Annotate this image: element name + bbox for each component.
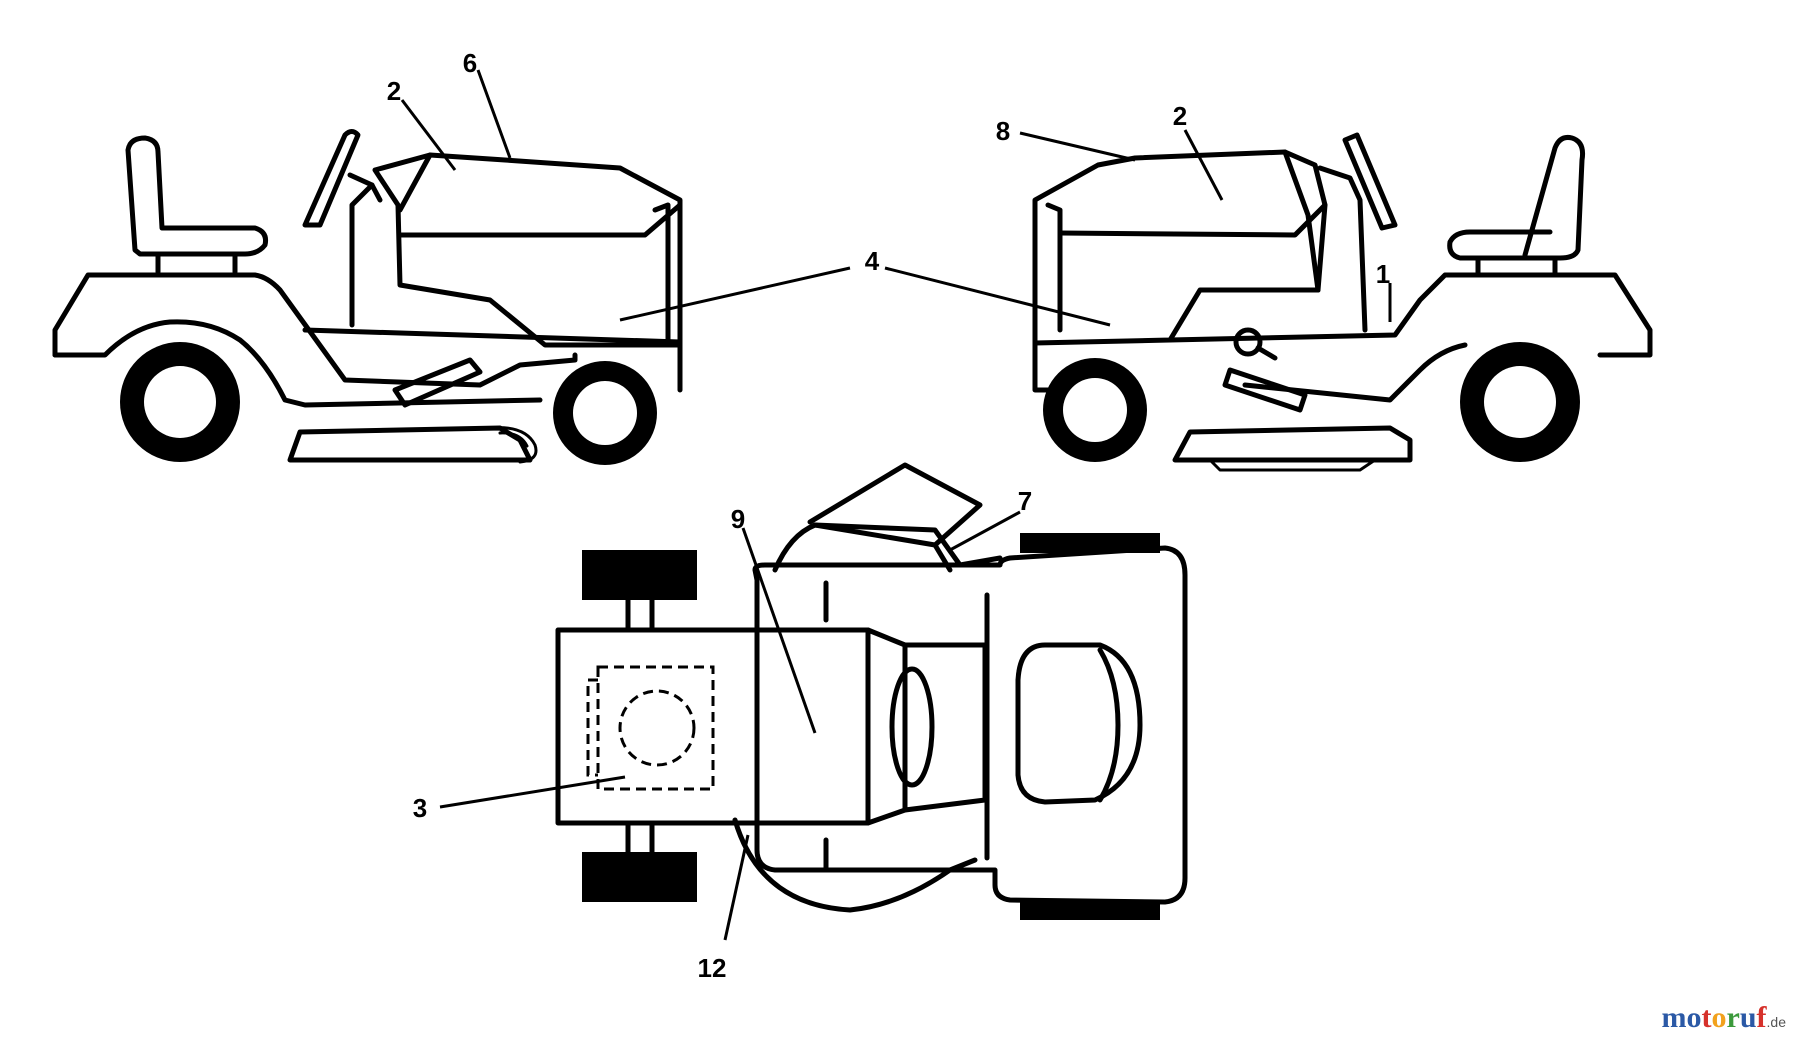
watermark-letter: o: [1711, 1001, 1727, 1034]
hood-top-view: [1015, 642, 1143, 805]
callout-2-right: 2: [1173, 101, 1187, 131]
mower-deck-left: [287, 425, 533, 463]
discharge-chute: [807, 462, 983, 548]
callout-6: 6: [463, 48, 477, 78]
rear-fender-top: [555, 627, 871, 826]
front-wheel-top-upper: [1020, 533, 1160, 553]
leader-6: [476, 69, 512, 159]
watermark-letter: t: [1701, 1001, 1712, 1034]
watermark-letter: m: [1661, 1001, 1687, 1034]
fuel-cap-right: [1233, 327, 1263, 357]
leader-7: [949, 510, 1021, 552]
watermark-letter: r: [1726, 1001, 1740, 1034]
leader-9: [741, 527, 817, 734]
tractor-left-side-view: [52, 69, 851, 465]
motoruf-logo: motoruf.de: [1662, 1001, 1786, 1035]
watermark-letter: f: [1756, 1001, 1767, 1034]
leader-2-right: [1183, 129, 1224, 201]
fender-left: [52, 272, 578, 388]
watermark-suffix: .de: [1766, 1014, 1786, 1030]
mower-deck-right: [1172, 425, 1413, 463]
tractor-top-view: [439, 462, 1188, 941]
seat-right: [1447, 135, 1585, 261]
body-top-view: [752, 545, 1188, 905]
watermark-letter: o: [1686, 1001, 1702, 1034]
battery-cover-outline: [596, 665, 715, 791]
deck-lever-left: [392, 357, 483, 408]
steering-wheel-right: [1342, 132, 1398, 231]
front-wheel-top-lower: [1020, 900, 1160, 920]
leader-4-left: [619, 266, 851, 322]
hood-left: [372, 152, 683, 348]
callout-12: 12: [698, 953, 727, 983]
fuel-cap-outline: [618, 689, 696, 767]
mower-deck-top: [732, 522, 1003, 913]
leader-2-left: [400, 99, 457, 171]
tractor-right-side-view: [884, 129, 1653, 472]
steering-column-top: [889, 666, 935, 788]
callout-9: 9: [731, 504, 745, 534]
leader-4-right: [884, 266, 1111, 327]
rear-wheel-top-lower: [582, 852, 697, 902]
watermark-letter: u: [1739, 1001, 1757, 1034]
callout-4: 4: [865, 246, 880, 276]
callout-7: 7: [1018, 486, 1032, 516]
watermark-letters: motoruf: [1662, 1001, 1767, 1034]
seat-left: [125, 135, 268, 257]
callout-1: 1: [1376, 259, 1390, 289]
deck-lever-right: [1222, 367, 1308, 413]
leader-3: [439, 775, 626, 809]
leader-8: [1019, 131, 1136, 162]
callout-2-left: 2: [387, 76, 401, 106]
rear-wheel-top-upper: [582, 550, 697, 600]
callout-3: 3: [413, 793, 427, 823]
hood-right: [1032, 149, 1328, 346]
steering-wheel-left: [302, 129, 361, 228]
callout-8: 8: [996, 116, 1010, 146]
leader-12: [723, 834, 750, 941]
